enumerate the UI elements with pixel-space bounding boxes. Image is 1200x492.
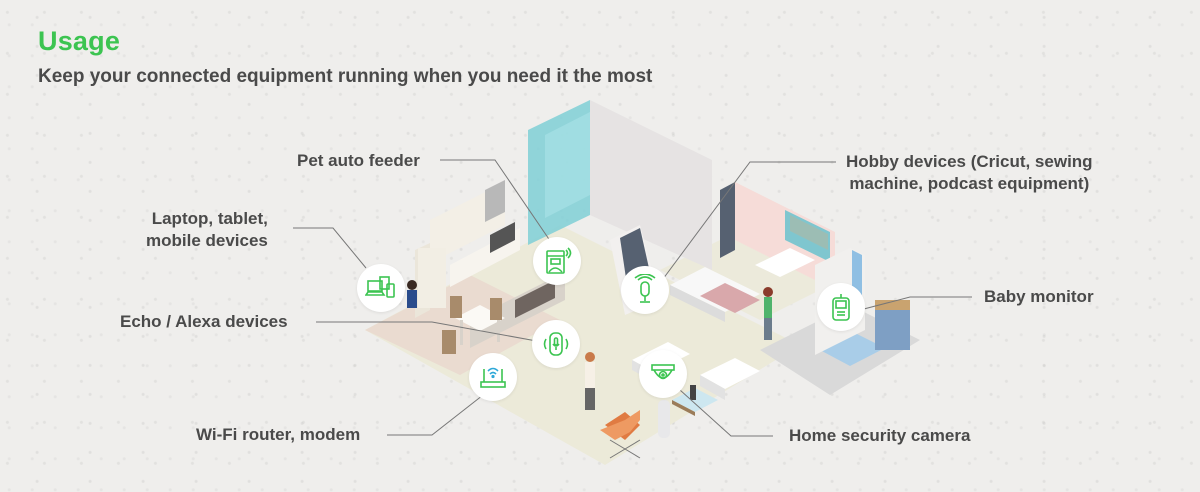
label-hobby: Hobby devices (Cricut, sewing machine, p…	[846, 151, 1093, 195]
smart-speaker-badge	[532, 320, 580, 368]
label-hobby-line-2: machine, podcast equipment)	[849, 174, 1090, 193]
label-baby-monitor: Baby monitor	[984, 287, 1094, 306]
page-subtitle: Keep your connected equipment running wh…	[38, 66, 653, 87]
microphone-icon	[634, 274, 656, 303]
label-laptop-line-2: mobile devices	[146, 231, 268, 250]
label-security-camera: Home security camera	[789, 426, 971, 445]
router-leader	[387, 387, 493, 436]
security-camera-badge	[639, 350, 687, 398]
router-badge	[469, 353, 517, 401]
baby-monitor-icon	[832, 294, 850, 321]
router-icon	[480, 367, 506, 388]
label-pet-feeder: Pet auto feeder	[297, 151, 420, 170]
hobby-leader	[659, 161, 836, 284]
echo-leader	[316, 321, 543, 343]
camera-leader	[679, 389, 773, 437]
microphone-badge	[621, 266, 669, 314]
pet-feeder-badge	[533, 237, 581, 285]
label-echo: Echo / Alexa devices	[120, 312, 288, 331]
baby-leader	[859, 296, 972, 311]
label-laptop-line-1: Laptop, tablet,	[151, 209, 268, 228]
pet-feeder-icon	[546, 247, 572, 274]
label-laptop: Laptop, tablet, mobile devices	[146, 208, 268, 252]
devices-icon	[365, 276, 395, 298]
baby-monitor-badge	[817, 283, 865, 331]
leader-lines	[293, 159, 972, 437]
pet-feeder-leader	[440, 159, 556, 249]
security-camera-icon	[651, 364, 675, 380]
smart-speaker-icon	[543, 332, 569, 356]
label-hobby-line-1: Hobby devices (Cricut, sewing	[846, 152, 1093, 171]
laptop-leader	[293, 227, 367, 269]
devices-badge	[357, 264, 405, 312]
page-title: Usage	[38, 26, 121, 56]
label-router: Wi-Fi router, modem	[196, 425, 361, 444]
